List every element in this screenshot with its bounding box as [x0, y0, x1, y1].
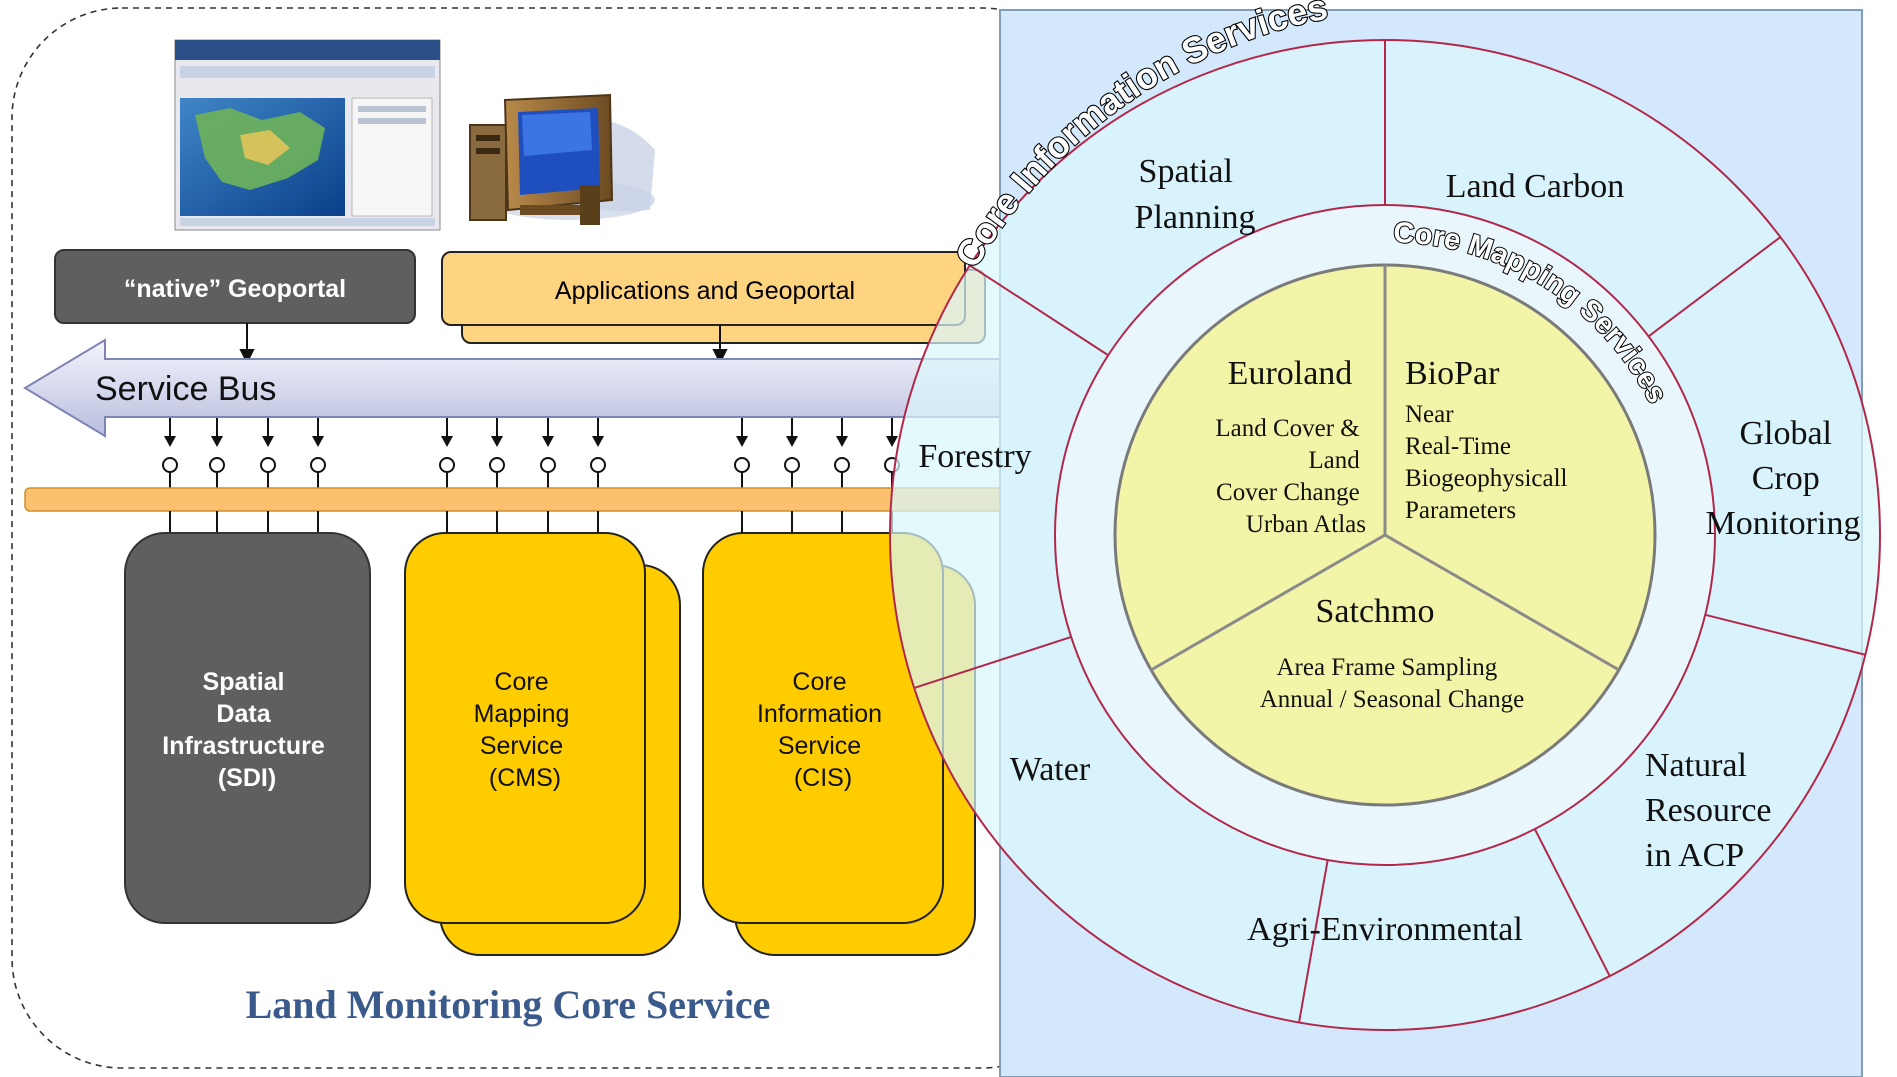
forestry-label: Forestry — [918, 438, 1031, 475]
service-connector — [260, 418, 276, 488]
segment-divider — [1647, 236, 1781, 338]
service-connector — [209, 418, 225, 488]
spatial-planning-label: Spatial Planning — [1135, 153, 1256, 236]
cms-label: Core Mapping Service (CMS) — [474, 668, 577, 792]
service-connector — [540, 418, 556, 488]
agri-environmental-label: Agri-Environmental — [1247, 911, 1523, 948]
lower-connectors — [169, 511, 893, 533]
service-connectors — [162, 418, 900, 488]
land-carbon-label: Land Carbon — [1446, 168, 1624, 205]
map-portal-screenshot-icon — [174, 39, 441, 231]
global-crop-monitoring-label: Global Crop Monitoring — [1706, 415, 1861, 542]
satchmo-title: Satchmo — [1316, 593, 1435, 630]
service-connector — [834, 418, 850, 488]
euroland-title: Euroland — [1228, 355, 1353, 392]
segment-divider — [1704, 613, 1866, 656]
biopar-description: Near Real-Time Biogeophysicall Parameter… — [1405, 401, 1574, 524]
service-connector — [590, 418, 606, 488]
core-dividers — [1150, 265, 1620, 672]
service-connector — [310, 418, 326, 488]
segment-divider — [1298, 859, 1329, 1023]
biopar-title: BioPar — [1405, 355, 1500, 392]
service-connector — [734, 418, 750, 488]
segment-divider — [1533, 828, 1611, 977]
service-connector — [784, 418, 800, 488]
native-geoportal-box — [54, 249, 416, 324]
service-connector — [162, 418, 178, 488]
service-connector — [439, 418, 455, 488]
euroland-description: Land Cover & Land Cover Change Urban Atl… — [1215, 415, 1366, 538]
sdi-box — [124, 532, 371, 924]
water-label: Water — [1010, 751, 1091, 788]
cis-label: Core Information Service (CIS) — [757, 668, 889, 792]
segment-divider — [913, 636, 1072, 689]
applications-geoportal-label: Applications and Geoportal — [555, 277, 855, 305]
sdi-label: Spatial Data Infrastructure (SDI) — [162, 668, 332, 792]
cms-box — [404, 532, 646, 924]
native-geoportal-label: “native” Geoportal — [124, 275, 346, 303]
left-panel-title: Land Monitoring Core Service — [246, 982, 771, 1027]
satchmo-description: Area Frame Sampling Annual / Seasonal Ch… — [1260, 654, 1525, 713]
service-connector — [489, 418, 505, 488]
service-bus-label: Service Bus — [95, 370, 276, 408]
segment-divider — [969, 264, 1109, 357]
natural-resource-label: Natural Resource in ACP — [1645, 747, 1780, 874]
outer-segment-dividers — [913, 40, 1866, 1023]
desktop-computer-icon — [469, 93, 655, 225]
geoportal-arrows — [239, 323, 728, 365]
